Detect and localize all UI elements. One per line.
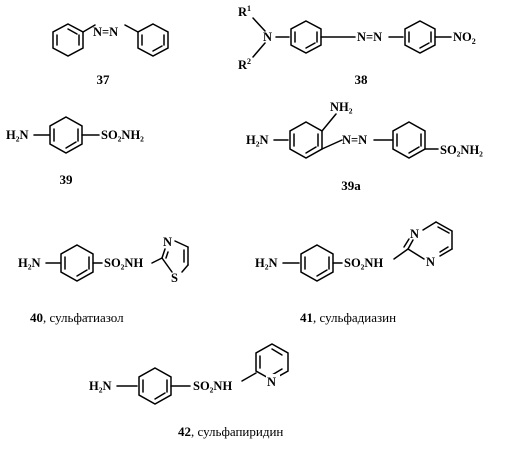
sulfonamide-nh-label-41: SO₂NH bbox=[344, 256, 383, 270]
compound-39-number: 39 bbox=[60, 172, 74, 187]
azo-label-39a: N=N bbox=[342, 133, 367, 147]
thiazole-s-label: S bbox=[171, 271, 178, 285]
nitro-label: NO2 bbox=[453, 30, 476, 46]
pyrimidine-n1-label: N bbox=[410, 227, 419, 241]
compound-39a-structure: H₂N NH₂ N=N SO₂NH₂ bbox=[246, 100, 483, 159]
sulfonamide-nh-label-42: SO₂NH bbox=[193, 379, 232, 393]
azo-label-38: N=N bbox=[357, 30, 382, 44]
compound-42-caption: 42, сульфапиридин bbox=[178, 424, 283, 439]
pyridine-n-label: N bbox=[267, 375, 276, 389]
amine-label-39: H₂N bbox=[6, 128, 29, 142]
compound-39-structure: H₂N SO₂NH₂ bbox=[6, 116, 144, 154]
sulfonamide-nh-label-40: SO₂NH bbox=[104, 256, 143, 270]
amine-label-39a: H₂N bbox=[246, 133, 269, 147]
compound-38-number: 38 bbox=[355, 72, 369, 87]
compound-39a-number: 39a bbox=[341, 178, 361, 193]
compound-41-structure: H₂N SO₂NH N N bbox=[255, 221, 453, 282]
amine-label-41: H₂N bbox=[255, 256, 278, 270]
amine-label-40: H₂N bbox=[18, 256, 41, 270]
thiazole-n-label: N bbox=[163, 235, 172, 249]
azo-label: N=N bbox=[93, 25, 118, 39]
amine-ortho-label: NH₂ bbox=[330, 100, 353, 114]
amine-label-42: H₂N bbox=[89, 379, 112, 393]
compound-40-structure: H₂N SO₂NH N S bbox=[18, 235, 189, 285]
compound-42-structure: H₂N SO₂NH N bbox=[89, 343, 289, 405]
compound-37-number: 37 bbox=[97, 72, 111, 87]
r1-label: R1 bbox=[238, 4, 251, 19]
sulfonamide-label-39: SO₂NH₂ bbox=[101, 128, 144, 142]
pyrimidine-n3-label: N bbox=[426, 255, 435, 269]
compound-41-caption: 41, сульфадиазин bbox=[300, 310, 396, 325]
compound-40-caption: 40, сульфатиазол bbox=[30, 310, 124, 325]
compound-38-structure: R1 N R2 N=N NO2 bbox=[238, 4, 476, 72]
compound-37-structure: N=N bbox=[52, 23, 169, 57]
sulfonamide-label-39a: SO₂NH₂ bbox=[440, 143, 483, 157]
r2-label: R2 bbox=[238, 57, 251, 72]
amine-n-label: N bbox=[263, 30, 272, 44]
